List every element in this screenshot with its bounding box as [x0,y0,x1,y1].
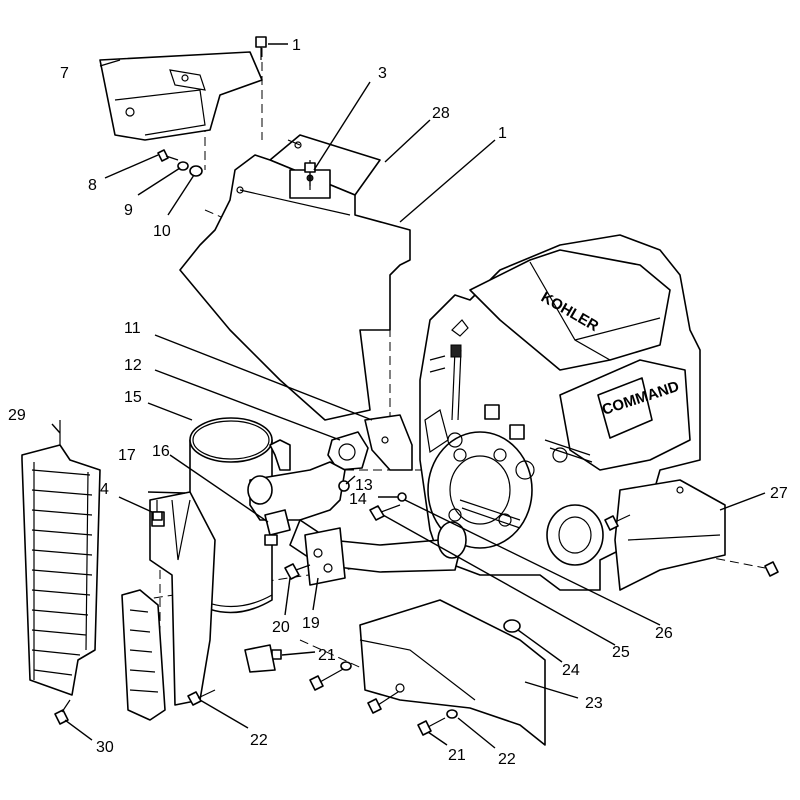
callout-14: 14 [349,491,367,508]
nut-20 [244,644,282,673]
callout-7: 7 [60,65,69,82]
washer-25 [503,619,521,633]
bolt-24a [309,661,352,691]
callout-27: 26 [655,625,673,642]
callout-15: 15 [124,389,142,406]
callout-30: 29 [8,407,26,424]
callout-10: 10 [153,223,171,240]
bolt-28a [604,514,631,531]
part-1-heat-shield [179,154,411,421]
callout-18: 19 [302,615,320,632]
callout-20: 21 [318,647,336,664]
callout-21: 22 [250,732,268,749]
callout-11: 11 [124,320,141,337]
callout-19: 20 [272,619,290,636]
callout-4-top: 1 [292,37,301,54]
bolt-22 [417,717,446,736]
grille-slots [31,462,93,680]
bolt-26 [369,504,401,521]
bolt-31 [54,699,71,725]
callout-25: 24 [562,662,580,679]
callout-26: 25 [612,644,630,661]
bolt-4-lower [152,500,163,521]
callout-9: 9 [124,202,133,219]
callout-12: 12 [124,357,142,374]
part-11-bracket [364,414,413,471]
callout-29: 28 [432,105,450,122]
callout-13: 13 [355,477,373,494]
callout-31: 30 [96,739,114,756]
washer-23 [446,709,458,719]
bolt-8 [157,149,179,162]
part-18-bracket [304,527,346,586]
leader-lines [51,43,766,749]
washer-10 [189,165,203,177]
part-24-lower-shield [359,599,546,746]
callout-23: 22 [498,751,516,768]
part-12-gasket [327,431,369,471]
callout-8: 8 [88,177,97,194]
callout-16: 16 [152,443,170,460]
callout-17: 17 [118,447,136,464]
bolt-19 [284,563,311,580]
callout-22: 21 [448,747,466,764]
callout-1: 1 [498,125,507,142]
callout-28: 27 [770,485,788,502]
lockwasher-9 [177,161,189,171]
callout-3: 3 [378,65,387,82]
bolt-28b [764,561,779,577]
callout-24: 23 [585,695,603,712]
fasteners [54,36,779,736]
bolt-21 [187,689,216,706]
bolt-24b [367,691,399,714]
part-30-muffler-guard [21,420,101,696]
washer-14 [397,492,407,502]
callout-4-lower: 4 [100,481,109,498]
muffler-inner-screen [121,589,166,721]
bolt-4-top [255,36,267,60]
part-7-heat-shield-bracket [99,51,263,141]
part-28-side-shield [614,479,726,591]
callout-labels: 1 7 3 28 1 8 9 10 11 12 15 29 16 17 13 4… [8,37,788,768]
